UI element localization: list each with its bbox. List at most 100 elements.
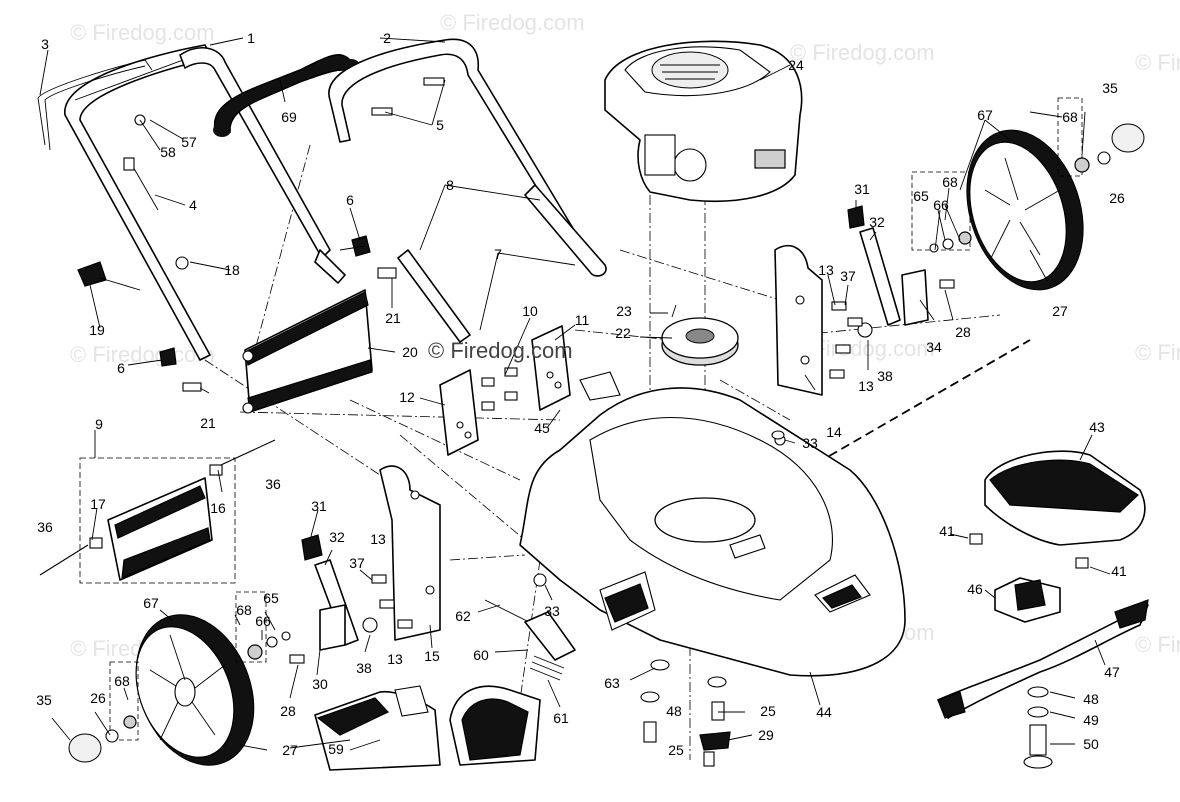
- callout: 38: [356, 660, 372, 676]
- deck-bottom-hardware: [484, 430, 785, 767]
- callout: 65: [913, 188, 929, 204]
- callout: 48: [666, 703, 682, 719]
- callout: 13: [818, 262, 834, 278]
- callout: 6: [346, 192, 354, 208]
- upper-handle-bail: [37, 59, 153, 151]
- part-callouts: 1 2 3 4 5 6 6 7 8 9 10 11 12 13 13 13 13…: [36, 30, 1127, 758]
- callout: 36: [265, 476, 281, 492]
- height-adjust-right: [774, 205, 955, 446]
- callout: 36: [37, 519, 53, 535]
- watermark: © Firedog.com: [440, 10, 585, 35]
- callout: 66: [255, 613, 271, 629]
- callout: 6: [117, 360, 125, 376]
- callout: 9: [95, 416, 103, 432]
- callout: 29: [758, 727, 774, 743]
- mower-deck: [519, 387, 906, 677]
- callout: 31: [311, 498, 327, 514]
- callout: 67: [977, 107, 993, 123]
- handle-right-arm: [328, 38, 607, 343]
- callout: 19: [89, 322, 105, 338]
- watermark: © Firedog.com: [1135, 632, 1180, 657]
- watermark-center: © Firedog.com: [428, 338, 573, 363]
- callout: 57: [181, 134, 197, 150]
- watermark: © Firedog.com: [1135, 340, 1180, 365]
- callout: 32: [869, 214, 885, 230]
- callout: 38: [877, 368, 893, 384]
- engine: [604, 40, 803, 203]
- side-discharge-chute: [449, 685, 541, 766]
- watermark: © Firedog.com: [70, 20, 215, 45]
- wheel-right: [911, 97, 1145, 291]
- callout: 21: [385, 310, 401, 326]
- blade-adapter: [994, 577, 1061, 623]
- callout: 45: [534, 420, 550, 436]
- callout: 68: [1062, 109, 1078, 125]
- adjuster-plates: [439, 325, 621, 456]
- callout: 5: [436, 117, 444, 133]
- handle-knobs: [77, 235, 371, 367]
- callout: 8: [446, 177, 454, 193]
- callout: 25: [760, 703, 776, 719]
- callout: 37: [840, 268, 856, 284]
- callout: 26: [90, 690, 106, 706]
- callout: 12: [399, 389, 415, 405]
- callout: 46: [967, 581, 983, 597]
- callout: 28: [280, 703, 296, 719]
- callout: 49: [1083, 712, 1099, 728]
- callout: 66: [933, 197, 949, 213]
- callout: 44: [816, 704, 832, 720]
- blade-pulley: [661, 304, 739, 366]
- callout: 25: [668, 742, 684, 758]
- callout: 30: [312, 676, 328, 692]
- height-adjust-left: [289, 465, 441, 664]
- rear-flap-assembly: [39, 439, 276, 584]
- callout: 27: [1052, 303, 1068, 319]
- upper-handle-right: [179, 47, 346, 284]
- callout: 22: [615, 325, 631, 341]
- wheel-left: [68, 591, 291, 766]
- callout: 68: [236, 602, 252, 618]
- callout: 21: [200, 415, 216, 431]
- callout: 43: [1089, 419, 1105, 435]
- rear-guard: [242, 289, 373, 414]
- callout: 31: [854, 181, 870, 197]
- callout: 62: [455, 608, 471, 624]
- callout: 34: [926, 339, 942, 355]
- callout: 68: [942, 174, 958, 190]
- callout: 60: [473, 647, 489, 663]
- callout: 69: [281, 109, 297, 125]
- callout: 14: [826, 424, 842, 440]
- leader-lines: [39, 37, 1111, 751]
- callout: 20: [402, 344, 418, 360]
- callout: 32: [329, 529, 345, 545]
- baffle: [984, 450, 1146, 546]
- blade: [937, 599, 1149, 719]
- callout: 33: [802, 435, 818, 451]
- callout: 7: [494, 246, 502, 262]
- callout: 67: [143, 595, 159, 611]
- blade-bolt-stack: [969, 533, 1089, 769]
- callout: 41: [1111, 563, 1127, 579]
- callout: 16: [210, 500, 226, 516]
- callout: 50: [1083, 736, 1099, 752]
- callout: 24: [788, 57, 804, 73]
- watermark: © Firedog.com: [1135, 50, 1180, 75]
- callout: 10: [522, 303, 538, 319]
- mulch-plug: [314, 685, 441, 771]
- callout: 13: [858, 378, 874, 394]
- callout: 65: [263, 590, 279, 606]
- callout: 63: [604, 675, 620, 691]
- callout: 35: [1102, 80, 1118, 96]
- callout: 61: [553, 710, 569, 726]
- callout: 26: [1109, 190, 1125, 206]
- callout: 17: [90, 496, 106, 512]
- callout: 4: [189, 197, 197, 213]
- callout: 3: [41, 36, 49, 52]
- callout: 28: [955, 324, 971, 340]
- callout: 47: [1104, 664, 1120, 680]
- callout: 1: [247, 30, 255, 46]
- callout: 68: [114, 673, 130, 689]
- small-hardware: [123, 77, 445, 392]
- callout: 33: [544, 603, 560, 619]
